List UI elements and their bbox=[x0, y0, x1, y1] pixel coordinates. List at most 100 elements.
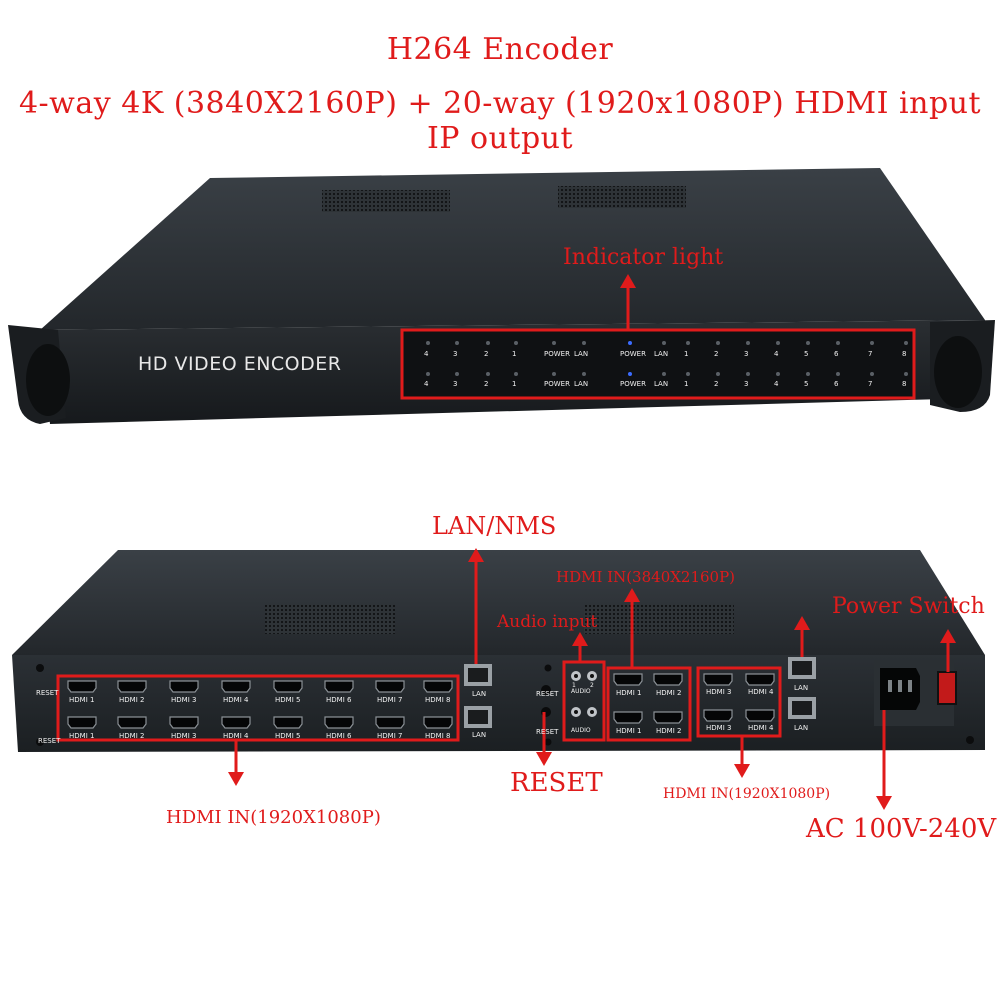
hdmi-port bbox=[375, 680, 405, 693]
hdmi-4k-ports bbox=[613, 673, 683, 724]
indicator-led bbox=[836, 341, 840, 345]
callout-indicator-light: Indicator light bbox=[563, 245, 724, 270]
lan-port-bottom-inner bbox=[468, 710, 488, 724]
hdmi-port bbox=[221, 680, 251, 693]
indicator-led bbox=[486, 372, 490, 376]
callout-power-switch: Power Switch bbox=[832, 594, 985, 619]
hdmi-right-port-label: HDMI 4 bbox=[748, 724, 774, 732]
top-vent-right bbox=[558, 186, 686, 208]
hdmi-port bbox=[117, 716, 147, 729]
hdmi-port-label: HDMI 2 bbox=[119, 732, 145, 740]
rear-vent-right bbox=[584, 604, 734, 634]
hdmi-4k-port-label: HDMI 1 bbox=[616, 689, 642, 697]
indicator-led bbox=[870, 341, 874, 345]
front-brand-label: HD VIDEO ENCODER bbox=[138, 353, 342, 375]
indicator-label-top: 7 bbox=[868, 350, 873, 358]
rear-lan-label-4: LAN bbox=[794, 724, 809, 732]
hdmi-port-label: HDMI 5 bbox=[275, 732, 301, 740]
hdmi-port bbox=[375, 716, 405, 729]
indicator-label-top: 4 bbox=[424, 350, 429, 358]
hdmi-right-port-label: HDMI 4 bbox=[748, 688, 774, 696]
hdmi-4k-port-label: HDMI 1 bbox=[616, 727, 642, 735]
indicator-label-bottom: LAN bbox=[654, 380, 669, 388]
indicator-led bbox=[716, 372, 720, 376]
screw bbox=[966, 736, 974, 744]
hdmi-port bbox=[324, 680, 354, 693]
indicator-led bbox=[836, 372, 840, 376]
hdmi-port bbox=[67, 716, 97, 729]
hdmi-port bbox=[653, 673, 683, 686]
indicator-led bbox=[552, 372, 556, 376]
hdmi-port-label: HDMI 1 bbox=[69, 732, 95, 740]
callout-hdmi-4k: HDMI IN(3840X2160P) bbox=[556, 568, 736, 586]
audio-label-bottom: AUDIO bbox=[571, 727, 591, 734]
callout-lan-nms: LAN/NMS bbox=[432, 512, 557, 540]
rear-reset-mid-bottom: RESET bbox=[536, 728, 559, 736]
handle-left bbox=[26, 344, 70, 416]
indicator-led bbox=[776, 372, 780, 376]
hdmi-port-label: HDMI 7 bbox=[377, 732, 403, 740]
hdmi-4k-port-label: HDMI 2 bbox=[656, 689, 682, 697]
hdmi-port-label: HDMI 8 bbox=[425, 696, 451, 704]
lan-port-top-inner bbox=[468, 668, 488, 682]
hdmi-port-label: HDMI 4 bbox=[223, 696, 249, 704]
hdmi-port bbox=[423, 716, 453, 729]
indicator-panel bbox=[400, 328, 916, 400]
hdmi-4k-block bbox=[606, 666, 692, 742]
rear-reset-label-top: RESET bbox=[36, 689, 59, 697]
indicator-led bbox=[426, 372, 430, 376]
indicator-label-bottom: 1 bbox=[512, 380, 517, 388]
indicator-label-bottom: 4 bbox=[774, 380, 779, 388]
indicator-led bbox=[870, 372, 874, 376]
hdmi-port bbox=[613, 711, 643, 724]
rear-lan-label-3: LAN bbox=[794, 684, 809, 692]
hdmi-port-label: HDMI 5 bbox=[275, 696, 301, 704]
indicator-label-top: 3 bbox=[453, 350, 458, 358]
indicator-label-top: 5 bbox=[804, 350, 809, 358]
hdmi-port-label: HDMI 7 bbox=[377, 696, 403, 704]
hdmi-right-ports bbox=[703, 673, 775, 722]
audio-block bbox=[562, 660, 606, 742]
hdmi-left-bottom-ports bbox=[67, 716, 453, 729]
indicator-led bbox=[746, 341, 750, 345]
indicator-led bbox=[776, 341, 780, 345]
indicator-led bbox=[806, 372, 810, 376]
hdmi-port bbox=[613, 673, 643, 686]
callout-arrows bbox=[228, 274, 956, 810]
hdmi-4k-port-label: HDMI 2 bbox=[656, 727, 682, 735]
indicator-led bbox=[486, 341, 490, 345]
hdmi-port-label: HDMI 6 bbox=[326, 732, 352, 740]
hdmi-left-top-ports bbox=[67, 680, 453, 693]
title-line-1: H264 Encoder bbox=[386, 32, 614, 67]
indicator-label-top: LAN bbox=[654, 350, 669, 358]
hdmi-port-label: HDMI 1 bbox=[69, 696, 95, 704]
indicator-led bbox=[806, 341, 810, 345]
hdmi-port bbox=[703, 673, 733, 686]
indicator-label-bottom: 3 bbox=[453, 380, 458, 388]
hdmi-port bbox=[221, 716, 251, 729]
hdmi-right-port-label: HDMI 3 bbox=[706, 688, 732, 696]
hdmi-right-port-label: HDMI 3 bbox=[706, 724, 732, 732]
indicator-label-top: LAN bbox=[574, 350, 589, 358]
callout-hdmi-1080-left: HDMI IN(1920X1080P) bbox=[166, 807, 381, 828]
indicator-leds bbox=[426, 341, 908, 376]
screw bbox=[36, 664, 44, 672]
hdmi-port bbox=[169, 680, 199, 693]
indicator-label-top: 2 bbox=[714, 350, 719, 358]
indicator-label-bottom: 6 bbox=[834, 380, 839, 388]
screw bbox=[36, 738, 44, 746]
hdmi-port-label: HDMI 2 bbox=[119, 696, 145, 704]
callout-reset: RESET bbox=[510, 768, 603, 798]
indicator-label-bottom: 5 bbox=[804, 380, 809, 388]
indicator-led bbox=[904, 341, 908, 345]
screw bbox=[544, 664, 552, 672]
hdmi-port-label: HDMI 6 bbox=[326, 696, 352, 704]
indicator-label-bottom: POWER bbox=[620, 380, 646, 388]
audio-channel-2: 2 bbox=[590, 682, 594, 689]
indicator-label-bottom: 3 bbox=[744, 380, 749, 388]
indicator-label-bottom: POWER bbox=[544, 380, 570, 388]
hdmi-port bbox=[703, 709, 733, 722]
callout-audio-input: Audio input bbox=[497, 612, 598, 632]
indicator-label-top: 6 bbox=[834, 350, 839, 358]
indicator-label-bottom: 8 bbox=[902, 380, 907, 388]
